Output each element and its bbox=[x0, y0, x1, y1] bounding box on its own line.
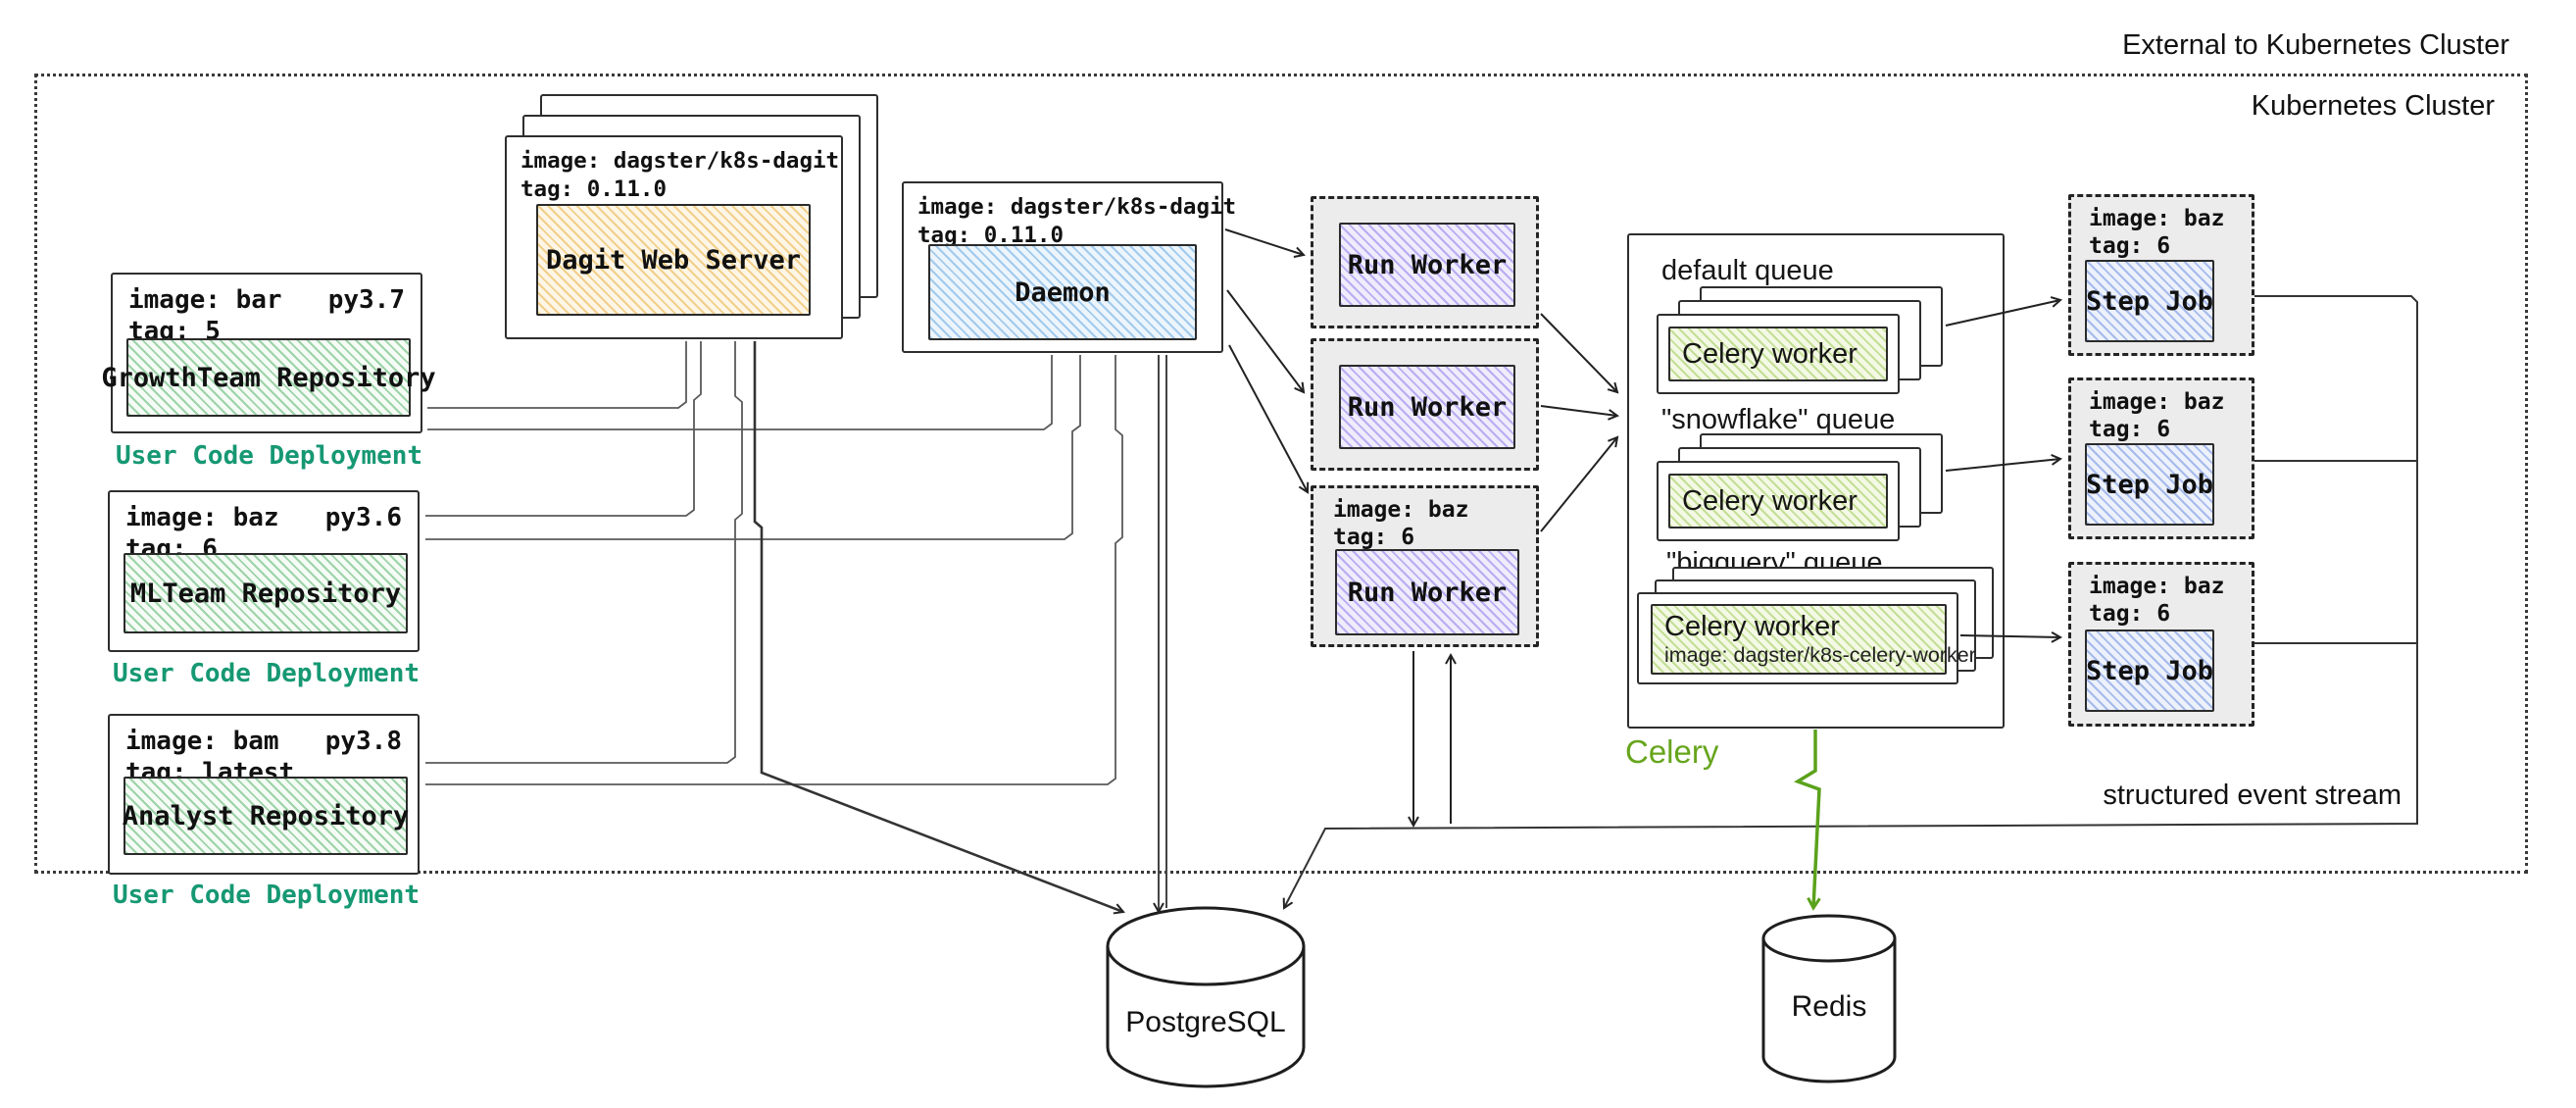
python-version-label: py3.7 bbox=[327, 285, 405, 315]
python-version-label: py3.6 bbox=[324, 503, 402, 532]
user-code-deployment-box-2: image: baz py3.6 tag: 6 MLTeam Repositor… bbox=[108, 490, 420, 652]
user-code-deployment-caption-2: User Code Deployment bbox=[113, 659, 421, 688]
celery-worker-image: image: dagster/k8s-celery-worker bbox=[1664, 643, 1976, 667]
step-job-title: Step Job bbox=[2085, 655, 2214, 686]
run-worker-title: Run Worker bbox=[1347, 577, 1508, 608]
step-job-title: Step Job bbox=[2085, 469, 2214, 500]
redis-label: Redis bbox=[1791, 990, 1867, 1023]
celery-label: Celery bbox=[1625, 733, 1719, 770]
tag-label: tag: 6 bbox=[2089, 417, 2171, 442]
dagit-title: Dagit Web Server bbox=[545, 244, 802, 276]
step-job-box: Step Job bbox=[2085, 443, 2214, 526]
user-code-deployment-caption-3: User Code Deployment bbox=[113, 881, 421, 910]
dagit-box: image: dagster/k8s-dagit tag: 0.11.0 Dag… bbox=[505, 135, 843, 339]
step-job-box: Step Job bbox=[2085, 630, 2214, 712]
redis-cylinder bbox=[1761, 914, 1897, 1083]
celery-worker-pod: Celery worker image: dagster/k8s-celery-… bbox=[1637, 592, 1976, 684]
user-code-deployment-box-1: image: bar py3.7 tag: 5 GrowthTeam Repos… bbox=[101, 273, 436, 433]
image-label: image: baz bbox=[2089, 389, 2225, 415]
queue-label-snowflake: "snowflake" queue bbox=[1661, 404, 1896, 435]
image-label: image: baz bbox=[2089, 574, 2225, 599]
repository-name: Analyst Repository bbox=[122, 800, 410, 831]
repository-box: MLTeam Repository bbox=[124, 553, 408, 633]
daemon-title: Daemon bbox=[1015, 277, 1111, 308]
image-label: image: bar bbox=[128, 285, 282, 315]
run-worker-box: Run Worker bbox=[1339, 365, 1515, 449]
tag-label: tag: 0.11.0 bbox=[520, 176, 668, 202]
tag-label: tag: 6 bbox=[2089, 233, 2171, 259]
event-stream-label: structured event stream bbox=[2103, 780, 2402, 811]
step-job-box: Step Job bbox=[2085, 260, 2214, 342]
run-worker-pod-1: Run Worker bbox=[1311, 196, 1539, 328]
user-code-deployment-box-3: image: bam py3.8 tag: latest Analyst Rep… bbox=[108, 714, 420, 875]
image-label: image: bam bbox=[125, 727, 279, 756]
celery-worker-pod: Celery worker bbox=[1657, 461, 1900, 541]
step-job-pod-3: image: baz tag: 6 Step Job bbox=[2068, 562, 2254, 727]
image-label: image: baz bbox=[1333, 497, 1469, 523]
image-label: image: baz bbox=[2089, 206, 2225, 231]
postgresql-label: PostgreSQL bbox=[1125, 1006, 1286, 1038]
step-job-pod-2: image: baz tag: 6 Step Job bbox=[2068, 378, 2254, 539]
celery-worker-title: Celery worker bbox=[1682, 484, 1858, 517]
tag-label: tag: 0.11.0 bbox=[917, 223, 1065, 248]
image-label: image: baz bbox=[125, 503, 279, 532]
run-worker-title: Run Worker bbox=[1347, 249, 1508, 280]
run-worker-box: Run Worker bbox=[1335, 549, 1519, 635]
user-code-deployment-caption-1: User Code Deployment bbox=[116, 441, 423, 471]
celery-worker-pod: Celery worker bbox=[1657, 314, 1900, 394]
daemon-inner-box: Daemon bbox=[928, 244, 1197, 340]
run-worker-title: Run Worker bbox=[1347, 391, 1508, 423]
repository-box: Analyst Repository bbox=[122, 777, 410, 855]
postgresql-cylinder bbox=[1106, 906, 1306, 1088]
kubernetes-cluster-label: Kubernetes Cluster bbox=[2251, 90, 2495, 122]
run-worker-pod-3: image: baz tag: 6 Run Worker bbox=[1311, 485, 1539, 647]
repository-name: MLTeam Repository bbox=[129, 578, 402, 609]
celery-container: default queue Celery worker "snowflake" … bbox=[1627, 233, 2005, 729]
celery-worker-title: Celery worker bbox=[1682, 337, 1858, 370]
step-job-pod-1: image: baz tag: 6 Step Job bbox=[2068, 194, 2254, 356]
queue-label-default: default queue bbox=[1661, 255, 1834, 286]
image-label: image: dagster/k8s-dagit bbox=[917, 194, 1237, 220]
repository-name: GrowthTeam Repository bbox=[101, 362, 436, 393]
celery-worker-title: Celery worker bbox=[1664, 611, 1840, 642]
image-label: image: dagster/k8s-dagit bbox=[520, 148, 840, 174]
celery-worker-box: Celery worker image: dagster/k8s-celery-… bbox=[1651, 604, 1976, 675]
tag-label: tag: 6 bbox=[2089, 601, 2171, 627]
python-version-label: py3.8 bbox=[324, 727, 402, 756]
tag-label: tag: 6 bbox=[1333, 525, 1415, 550]
celery-worker-box: Celery worker bbox=[1668, 327, 1888, 381]
external-cluster-label: External to Kubernetes Cluster bbox=[2122, 29, 2509, 61]
kubernetes-cluster-boundary bbox=[34, 74, 2528, 874]
step-job-title: Step Job bbox=[2085, 285, 2214, 317]
run-worker-pod-2: Run Worker bbox=[1311, 338, 1539, 471]
run-worker-box: Run Worker bbox=[1339, 223, 1515, 307]
daemon-box: image: dagster/k8s-dagit tag: 0.11.0 Dae… bbox=[902, 181, 1237, 353]
celery-worker-box: Celery worker bbox=[1668, 474, 1888, 529]
repository-box: GrowthTeam Repository bbox=[101, 338, 436, 417]
dagit-web-server-box: Dagit Web Server bbox=[536, 204, 811, 316]
